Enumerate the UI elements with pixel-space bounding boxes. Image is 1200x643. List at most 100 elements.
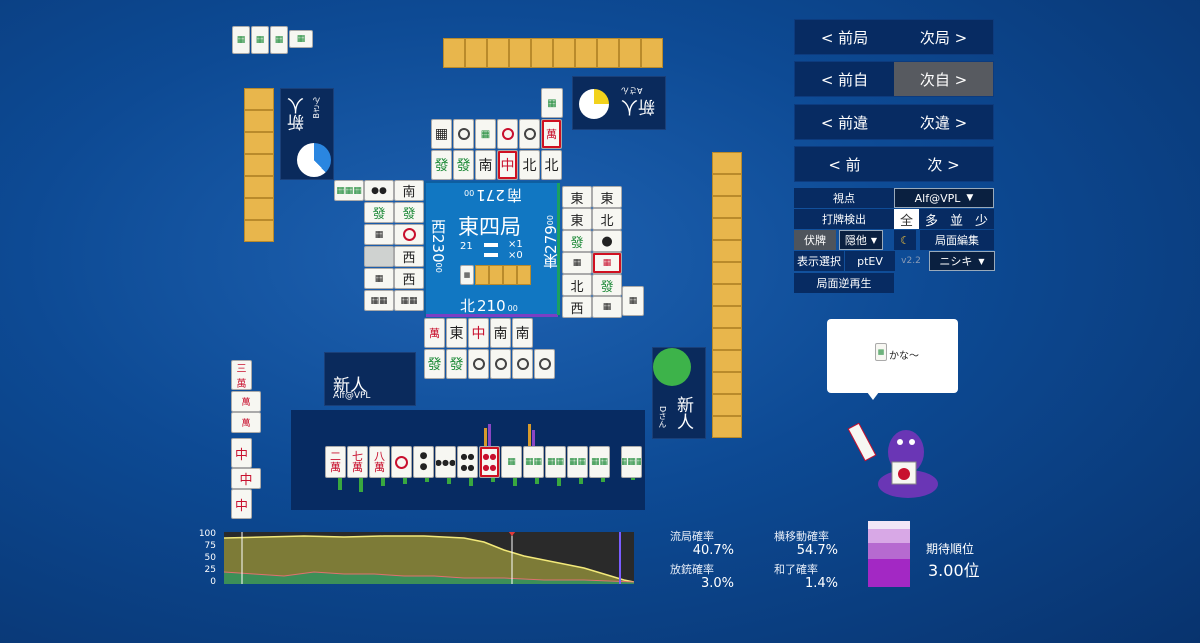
self-discard-pond: 萬 東 中 南 南 發 發 (424, 318, 558, 380)
timer-pie (579, 89, 609, 119)
player-rank: 新人 (621, 96, 655, 116)
score-value: 210 (477, 297, 506, 315)
drawn-tile[interactable]: ▦▦▦ (621, 446, 642, 478)
tile: 南 (475, 150, 496, 180)
hand-tile[interactable]: ▦▦ (589, 446, 610, 478)
tile (364, 246, 394, 267)
tile: ▦ (875, 343, 887, 361)
self-nav: < 前自 次自 > (794, 61, 994, 97)
reverse-play-button[interactable]: 局面逆再生 (794, 273, 894, 293)
hand-tile[interactable] (391, 446, 412, 478)
prev-diff-button[interactable]: < 前違 (820, 113, 869, 132)
y-tick: 50 (204, 553, 216, 563)
tile: 南 (490, 318, 511, 348)
tile: 東 (562, 186, 592, 208)
viewpoint-label: 視点 (794, 188, 894, 208)
next-diff-button[interactable]: 次違 > (919, 113, 968, 132)
hand-tile[interactable]: ●●● (435, 446, 456, 478)
chart-plot (224, 532, 634, 584)
tile: 中 (231, 468, 261, 489)
honba-count: 21 (460, 241, 473, 252)
board-edit-button[interactable]: 局面編集 (920, 230, 994, 250)
tile: 中 (231, 438, 252, 468)
prev-button[interactable]: < 前 (828, 155, 861, 174)
y-tick: 100 (198, 529, 216, 539)
ptev-button[interactable]: ptEV (845, 251, 895, 271)
next-round-button[interactable]: 次局 > (919, 28, 968, 47)
timer-pie (297, 143, 331, 177)
tile: ▦ (232, 26, 250, 54)
tile: ▦ (562, 252, 592, 274)
mascot-image (846, 412, 946, 504)
tile: 中 (497, 150, 518, 180)
right-discard-pond: 東 東 東 北 發 ● ▦ ▦ 北 發 西 ▦ ▦ (562, 186, 646, 320)
hand-tile[interactable]: ▦ (501, 446, 522, 478)
score-value: 279 (542, 225, 560, 254)
counter-1: ×1 (508, 239, 523, 250)
expected-rank-label: 期待順位 (926, 542, 975, 556)
step-nav: < 前 次 > (794, 146, 994, 182)
counter-2: ×0 (508, 250, 523, 261)
prev-self-button[interactable]: < 前自 (820, 70, 869, 89)
tile: 東 (446, 318, 467, 348)
tile: 東 (562, 208, 592, 230)
hidden-tiles-button[interactable]: 伏牌 (794, 230, 836, 250)
discard-detect-normal[interactable]: 並 (944, 209, 969, 229)
tile: 萬 (541, 119, 562, 149)
viewpoint-select[interactable]: Alf@VPL ▼ (894, 188, 994, 208)
hand-tile[interactable]: ▦▦ (567, 446, 588, 478)
tile: 萬 (424, 318, 445, 348)
prev-round-button[interactable]: < 前局 (820, 28, 869, 47)
player-name: Bさん (312, 97, 321, 119)
tile: ▦ (289, 30, 313, 48)
move-prob-value: 54.7% (796, 543, 838, 558)
score-wind: 北 (460, 297, 476, 315)
tile: ▦ (431, 119, 452, 149)
tile: 北 (592, 208, 622, 230)
next-self-button[interactable]: 次自 > (894, 62, 993, 96)
score-sub: 00 (546, 215, 555, 226)
moon-icon[interactable]: ☾ (894, 230, 916, 250)
top-player-box: 新人 Aさん (572, 76, 666, 130)
hand-tile[interactable]: ▦▦ (523, 446, 544, 478)
viewpoint-value: Alf@VPL (914, 191, 961, 205)
speech-bubble: ▦ かな〜 (827, 319, 958, 400)
tile: 發 (592, 274, 622, 296)
tile (394, 224, 424, 245)
dora-indicator: ▦ (460, 265, 534, 285)
hand-tile[interactable]: ●●●● (457, 446, 478, 478)
expected-rank-value: 3.00位 (928, 561, 980, 580)
tile: ▦ (251, 26, 269, 54)
tile (497, 119, 518, 149)
discard-detect-few[interactable]: 少 (969, 209, 994, 229)
score-sub: 00 (434, 262, 443, 273)
move-prob-label: 横移動確率 (774, 530, 829, 543)
right-player-box: 新人 Dさん (652, 347, 706, 439)
hidden-select[interactable]: 隠他▼ (839, 230, 883, 250)
discard-detect-many[interactable]: 多 (919, 209, 944, 229)
discard-detect-all[interactable]: 全 (894, 209, 919, 229)
tile: 萬 (231, 391, 261, 412)
right-opponent-hand (712, 152, 742, 438)
tile (512, 349, 533, 379)
discard-detect-label: 打牌検出 (794, 209, 894, 229)
hand-tile[interactable]: ●●●● (479, 446, 500, 478)
tile: 北 (562, 274, 592, 296)
hand-tile[interactable]: 八萬 (369, 446, 390, 478)
score-south: 南 271 00 (464, 185, 522, 206)
tile: 發 (364, 202, 394, 223)
round-nav: < 前局 次局 > (794, 19, 994, 55)
chevron-down-icon: ▼ (966, 193, 974, 203)
display-select-button[interactable]: 表示選択 (794, 251, 844, 271)
round-title: 東四局 (458, 215, 521, 239)
hand-tile[interactable]: ●● (413, 446, 434, 478)
hand-tile[interactable]: ▦▦ (545, 446, 566, 478)
hand-tile[interactable]: 二萬 (325, 446, 346, 478)
tile: 發 (431, 150, 452, 180)
tile: 西 (394, 268, 424, 289)
next-button[interactable]: 次 > (927, 155, 960, 174)
hand-tile[interactable]: 七萬 (347, 446, 368, 478)
chevron-down-icon: ▼ (978, 256, 985, 266)
score-sub: 00 (464, 188, 475, 197)
character-select[interactable]: ニシキ▼ (929, 251, 995, 271)
